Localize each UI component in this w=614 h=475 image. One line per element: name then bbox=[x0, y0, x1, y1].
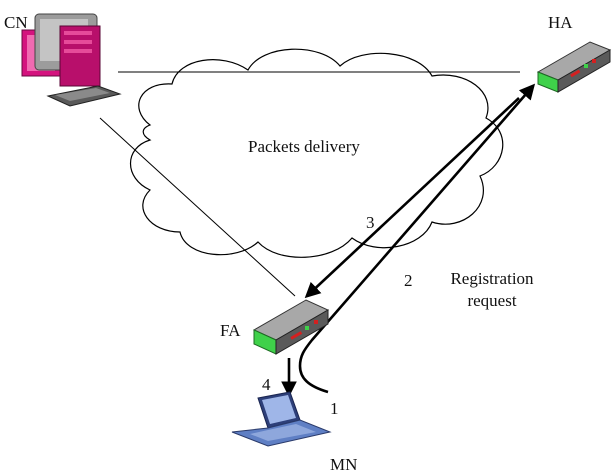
mn-label: MN bbox=[330, 455, 358, 474]
registration-request-label: Registration request bbox=[432, 268, 552, 312]
registration-line-1: Registration bbox=[450, 269, 534, 288]
arrow-mn-to-ha bbox=[298, 83, 536, 394]
router-icon bbox=[252, 299, 330, 355]
router-icon bbox=[536, 41, 612, 93]
laptop-icon bbox=[231, 391, 332, 447]
step-1-label: 1 bbox=[330, 399, 339, 418]
cloud-label: Packets delivery bbox=[248, 137, 360, 156]
internet-cloud bbox=[129, 48, 504, 258]
fa-label: FA bbox=[220, 321, 241, 340]
desktop-computer-icon bbox=[21, 13, 122, 107]
step-3-label: 3 bbox=[366, 213, 375, 232]
arrow-ha-to-fa bbox=[304, 97, 520, 299]
ha-label: HA bbox=[548, 13, 573, 32]
cn-label: CN bbox=[4, 13, 28, 32]
step-4-label: 4 bbox=[262, 375, 271, 394]
registration-line-2: request bbox=[467, 291, 517, 310]
cn-fa-link bbox=[99, 117, 296, 297]
step-2-label: 2 bbox=[404, 271, 413, 290]
